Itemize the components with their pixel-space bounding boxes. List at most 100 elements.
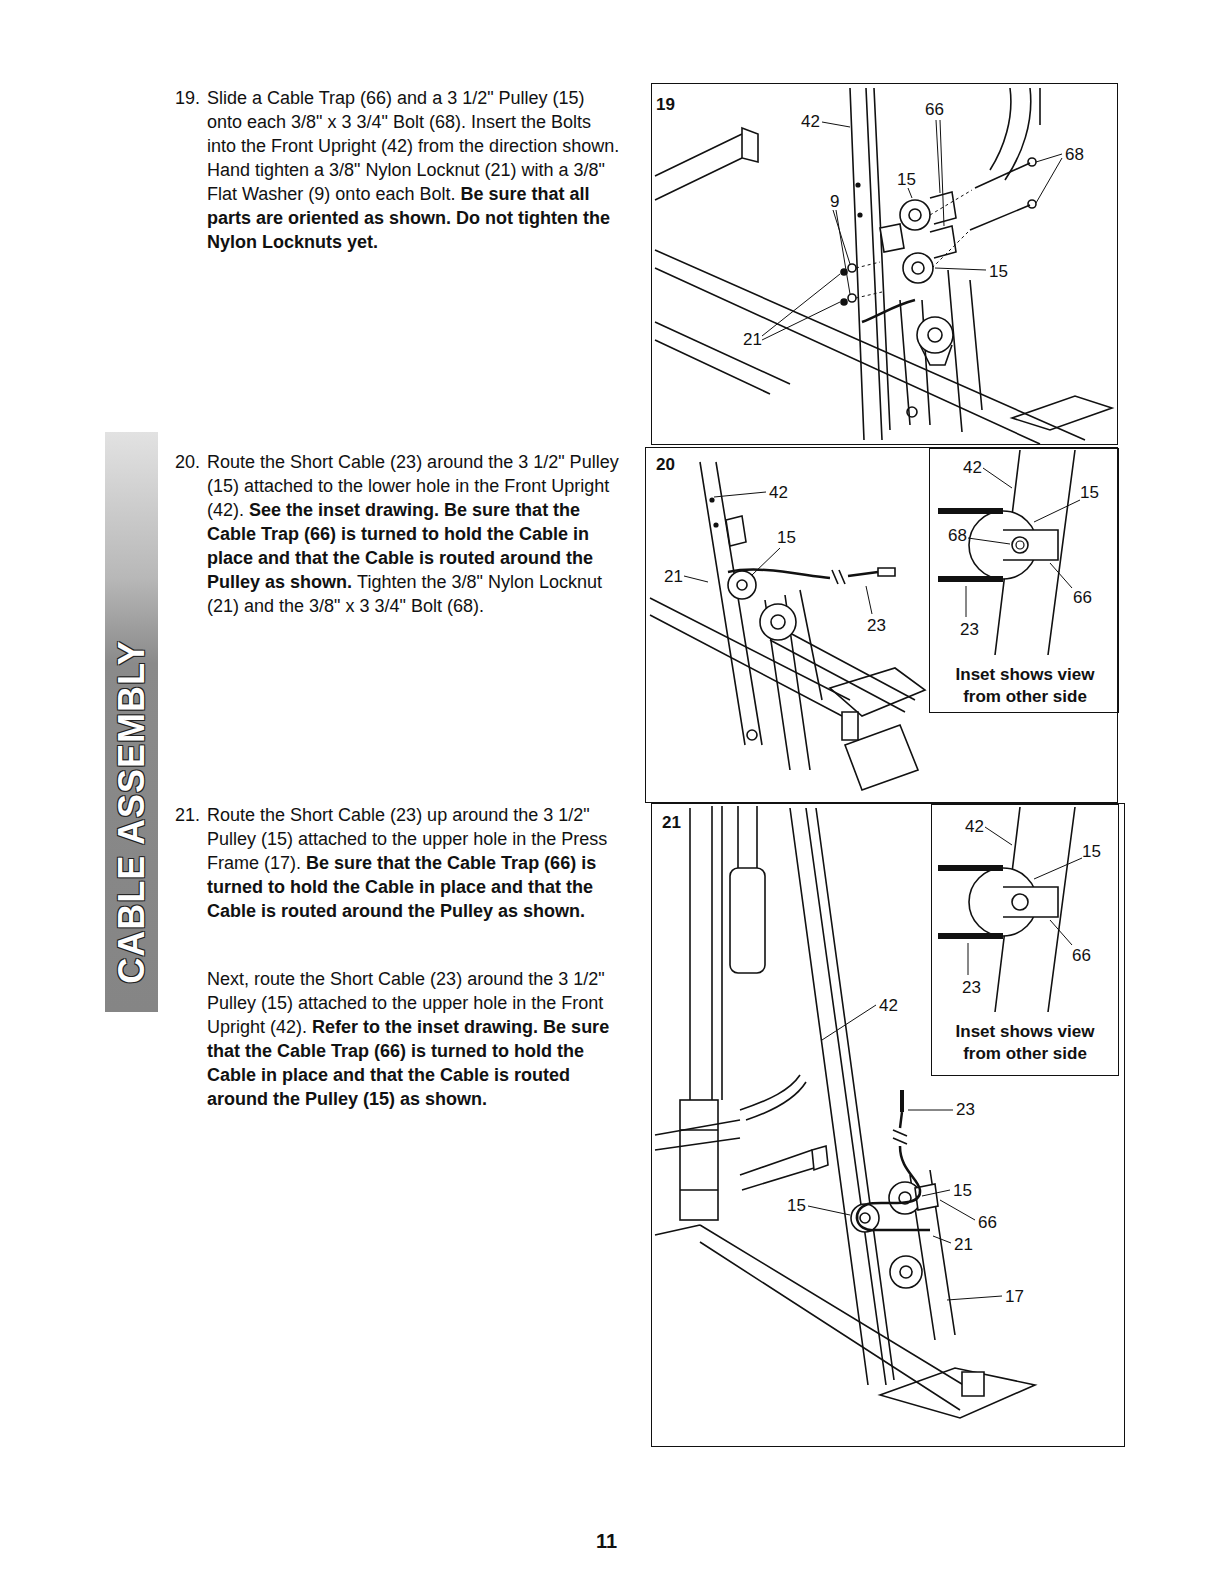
callout-number: 42 [965,818,984,836]
step-number: 19. [175,86,200,110]
step19-illustration [848,294,856,302]
step19-illustration [655,322,790,394]
step20-illustration [737,580,747,590]
leader-line [1034,858,1082,879]
step-number: 19 [656,96,675,114]
step21-illustration [900,1266,912,1278]
step19-illustration [1028,200,1036,208]
callout-number: 15 [989,263,1008,281]
step-instructions: 21.Route the Short Cable (23) up around … [175,803,620,923]
step21-illustration [860,1213,870,1223]
step19-illustration [742,128,758,162]
step-number: 20. [175,450,200,474]
step21-illustration [730,868,765,973]
step21-illustration [962,1372,984,1396]
step-number: 20 [656,456,675,474]
step19-illustration [880,224,904,252]
leader-line [933,1236,951,1243]
callout-number: 15 [897,171,916,189]
inset-caption: Inset shows view from other side [935,664,1115,708]
step19-illustration [862,300,915,322]
callout-number: 68 [1065,146,1084,164]
step21-illustration [680,1130,718,1190]
step21-illustration [790,808,894,1385]
step19-illustration [858,213,862,217]
callout-number: 42 [801,113,820,131]
step20-illustration [832,570,845,584]
leader-line [966,586,967,617]
callout-number: 23 [867,617,886,635]
callout-number: 15 [1080,484,1099,502]
callout-number: 15 [777,529,796,547]
step19-illustration [655,88,1112,444]
callout-number: 17 [1005,1288,1024,1306]
step21-illustration [740,1075,806,1120]
callout-number: 21 [954,1236,973,1254]
step21-illustration [900,1112,902,1128]
step-panel: 214223151566211742156623Inset shows view… [651,803,1125,1447]
step21-illustration [812,1146,828,1170]
leader-line [833,210,850,294]
step-panel: 194266681591521 [651,83,1118,445]
step19-illustration [1028,158,1036,166]
step20-illustration [830,668,925,716]
leader-line [822,1005,876,1040]
leader-line [968,943,969,975]
inset-panel: 42156623Inset shows view from other side [931,804,1119,1076]
leader-line [936,120,944,226]
step19-illustration [907,407,917,417]
callout-number: 21 [743,331,762,349]
step19-illustration [1012,396,1112,430]
callout-number: 15 [787,1197,806,1215]
step20-illustration [878,568,895,576]
step20-illustration [714,523,718,527]
leader-line [966,468,1082,975]
leader-line [762,274,840,340]
section-title: CABLE ASSEMBLY [113,640,151,983]
leader-line [908,1110,953,1111]
step19-illustration [856,183,860,187]
step20-illustration [726,516,746,546]
leader-line [714,492,766,497]
step21-illustration [712,806,722,1100]
step20-illustration [710,498,714,502]
leader-line [752,548,780,575]
inset-panel: 4215686623Inset shows view from other si… [929,448,1119,713]
step21-illustration [689,808,691,1100]
leader-line [983,468,1012,488]
leader-line [985,827,1012,845]
step19-illustration [970,163,1030,230]
step-panel: 20421521234215686623Inset shows view fro… [645,447,1118,803]
leader-line [822,122,850,127]
step20-illustration [747,730,757,740]
step20-illustration [760,604,796,640]
step-number: 21. [175,803,200,827]
inset-caption: Inset shows view from other side [935,1021,1115,1065]
step21-illustration [740,1150,814,1190]
step21-illustration [655,806,1035,1418]
step21-illustration [893,1130,907,1144]
step19-illustration [655,134,742,200]
step20-illustration [771,615,785,629]
leader-line [1050,920,1072,945]
step-instructions: Next, route the Short Cable (23) around … [175,967,620,1111]
step19-illustration [912,262,924,274]
inset-illustration [938,450,1075,1012]
leader-line [1034,500,1080,522]
step21-illustration [680,1100,718,1220]
leader-line [1050,563,1072,588]
step19-illustration [900,200,930,230]
step19-illustration [903,253,933,283]
callout-number: 21 [664,568,683,586]
step19-illustration [841,299,847,305]
step19-illustration [917,317,953,353]
step21-illustration [655,1120,740,1150]
callout-number: 66 [978,1214,997,1232]
callout-number: 42 [963,459,982,477]
callout-number: 15 [1082,843,1101,861]
inset-illustration [938,807,1075,1012]
step21-illustration [910,1170,955,1340]
